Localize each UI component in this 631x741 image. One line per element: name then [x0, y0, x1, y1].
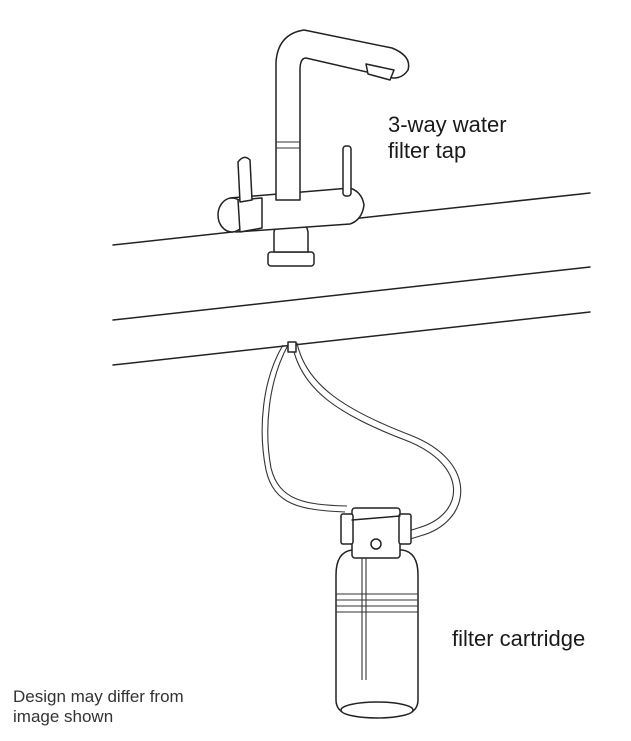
- hoses: [261, 341, 462, 541]
- hose-connector: [287, 341, 297, 353]
- hose-left-inner: [267, 344, 348, 507]
- hose-right-outer: [291, 342, 455, 533]
- countertop-front-edge: [112, 266, 591, 321]
- cartridge-body: [335, 549, 419, 716]
- filter-tap: [217, 29, 410, 267]
- cartridge-base: [340, 701, 414, 719]
- hose-left-outer: [261, 344, 346, 513]
- cartridge-head-left-fitting: [340, 513, 354, 545]
- countertop-bottom-edge: [112, 311, 591, 366]
- tap-right-lever: [342, 145, 352, 197]
- tap-outlet: [365, 63, 395, 81]
- tap-label: 3-way water filter tap: [388, 112, 507, 165]
- hose-right-inner: [296, 342, 462, 541]
- disclaimer-note: Design may differ from image shown: [13, 687, 184, 728]
- cartridge-head-detail: [351, 515, 401, 521]
- disclaimer-line1: Design may differ from: [13, 687, 184, 706]
- filter-cartridge: [335, 507, 419, 719]
- disclaimer-line2: image shown: [13, 707, 114, 727]
- cartridge-head-right-fitting: [398, 513, 412, 545]
- cartridge-head-bolt: [370, 538, 382, 550]
- tap-body: [229, 187, 365, 233]
- tap-label-line2: filter tap: [388, 138, 467, 164]
- cartridge-head: [351, 507, 401, 559]
- tap-left-handle-hub: [237, 197, 263, 233]
- tap-left-lever: [237, 156, 253, 203]
- tap-label-line1: 3-way water: [388, 112, 507, 137]
- tap-mount-base: [267, 251, 315, 267]
- cartridge-label: filter cartridge: [452, 626, 586, 651]
